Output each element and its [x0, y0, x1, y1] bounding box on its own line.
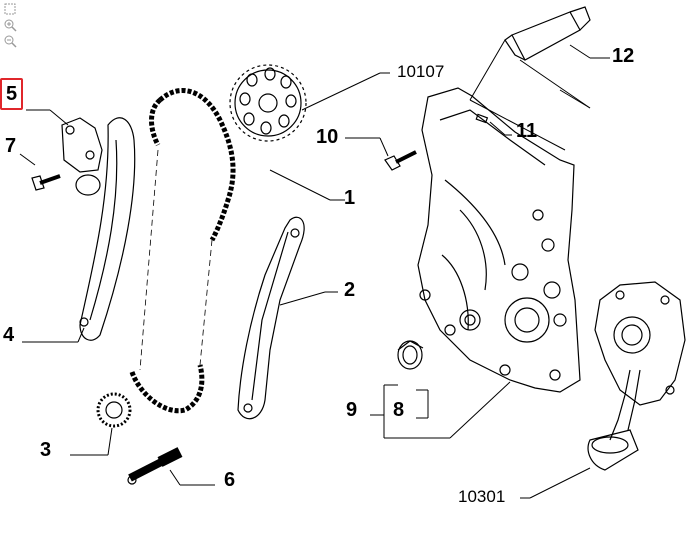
crankshaft-sprocket[interactable]	[96, 392, 132, 428]
callout-4[interactable]: 4	[3, 324, 15, 346]
chain-tensioner[interactable]	[61, 117, 103, 196]
callout-1[interactable]: 1	[344, 187, 356, 209]
callout-10107[interactable]: 10107	[397, 62, 445, 81]
callout-3[interactable]: 3	[40, 439, 52, 461]
bolt-6[interactable]	[127, 447, 183, 485]
callout-5[interactable]: 5	[0, 78, 24, 110]
callout-10301[interactable]: 10301	[458, 487, 506, 506]
callout-8[interactable]: 8	[393, 399, 405, 421]
oil-seal[interactable]	[397, 340, 424, 370]
callout-10[interactable]: 10	[316, 126, 339, 148]
bolt-7[interactable]	[31, 174, 61, 191]
diagram-toolbar	[3, 2, 21, 48]
tensioner-guide[interactable]	[79, 117, 136, 341]
callout-7[interactable]: 7	[5, 135, 17, 157]
sealant-tube[interactable]	[504, 6, 591, 61]
pin-11[interactable]	[475, 113, 489, 124]
callout-11[interactable]: 11	[516, 120, 538, 142]
oil-pump[interactable]	[587, 281, 686, 471]
zoom-in-icon[interactable]	[3, 18, 17, 32]
zoom-out-icon[interactable]	[3, 34, 17, 48]
callout-2[interactable]: 2	[344, 279, 356, 301]
bolt-10[interactable]	[384, 150, 417, 171]
timing-cover[interactable]	[417, 87, 581, 393]
select-icon[interactable]	[3, 2, 17, 16]
leader-lines	[19, 39, 610, 499]
callout-9[interactable]: 9	[346, 399, 358, 421]
fixed-chain-guide[interactable]	[237, 216, 305, 420]
camshaft-sprocket[interactable]	[229, 64, 307, 142]
callout-6[interactable]: 6	[224, 469, 236, 491]
callout-12[interactable]: 12	[612, 45, 635, 67]
timing-chain[interactable]	[129, 88, 236, 414]
